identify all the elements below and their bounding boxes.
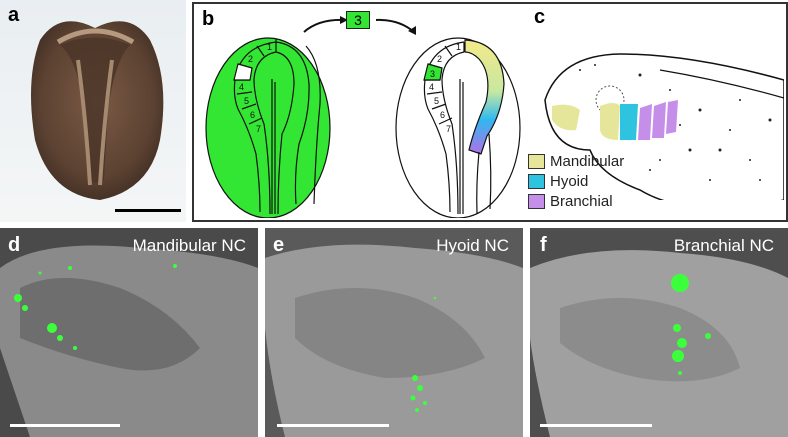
- panel-label-d: d: [8, 234, 21, 256]
- legend-label: Mandibular: [550, 152, 625, 170]
- graft-segment-number: 3: [354, 12, 362, 28]
- host-embryo: [395, 37, 521, 218]
- segment-5: 5: [244, 96, 249, 106]
- stipple-dots: [579, 64, 772, 181]
- legend-label: Branchial: [550, 192, 613, 210]
- panel-a-embryo-photo: a: [0, 0, 186, 222]
- tadpole-photo: [0, 245, 258, 437]
- panel-title-e: Hyoid NC: [436, 236, 509, 255]
- segment-4: 4: [429, 82, 434, 92]
- scale-bar: [540, 424, 652, 427]
- segment-6: 6: [440, 110, 445, 120]
- panel-label-a: a: [8, 4, 20, 26]
- graft-segment-box: 3: [346, 11, 370, 29]
- legend-hyoid: Hyoid: [528, 171, 624, 191]
- swatch: [528, 173, 545, 189]
- segment-1: 1: [267, 42, 272, 52]
- segment-5: 5: [434, 96, 439, 106]
- scale-bar: [277, 424, 389, 427]
- tadpole-photo: [265, 244, 523, 437]
- segment-6: 6: [250, 110, 255, 120]
- panel-label-c: c: [534, 6, 546, 28]
- migrating-neural-crest: [464, 39, 505, 155]
- donor-embryo: [205, 37, 331, 218]
- segment-7: 7: [256, 124, 261, 134]
- legend: Mandibular Hyoid Branchial: [528, 151, 624, 211]
- panel-d-mandibular-photo: d Mandibular NC: [0, 228, 258, 437]
- panel-b-graft-diagram: 1 2 4 5 6 7 1 2 3 4 5 6 7: [205, 16, 521, 218]
- segment-7: 7: [446, 124, 451, 134]
- panel-title-f: Branchial NC: [673, 236, 774, 255]
- swatch: [528, 193, 545, 209]
- panel-c-tadpole-drawing: [544, 53, 784, 200]
- segment-numbers: 1 2 4 5 6 7 1 2 3 4 5 6 7: [239, 42, 461, 134]
- segment-3: 3: [430, 69, 435, 79]
- panel-title-d: Mandibular NC: [132, 236, 246, 255]
- tadpole-photo: [530, 250, 788, 437]
- segment-1: 1: [456, 42, 461, 52]
- legend-branchial: Branchial: [528, 191, 624, 211]
- scale-bar: [10, 424, 120, 427]
- legend-mandibular: Mandibular: [528, 151, 624, 171]
- segment-4: 4: [239, 82, 244, 92]
- panel-f-branchial-photo: f Branchial NC: [530, 228, 788, 437]
- legend-label: Hyoid: [550, 172, 589, 190]
- panel-label-f: f: [540, 234, 547, 256]
- panel-label-b: b: [202, 8, 215, 30]
- embryo-photo: [31, 21, 164, 200]
- arrow-to-graft: [303, 18, 345, 33]
- segment-2: 2: [437, 54, 442, 64]
- panel-label-e: e: [273, 234, 285, 256]
- segment-2: 2: [248, 54, 253, 64]
- panel-e-hyoid-photo: e Hyoid NC: [265, 228, 523, 437]
- scale-bar: [115, 209, 181, 212]
- swatch: [528, 153, 545, 169]
- schematic-box: [192, 2, 788, 222]
- arrow-from-graft: [375, 18, 415, 33]
